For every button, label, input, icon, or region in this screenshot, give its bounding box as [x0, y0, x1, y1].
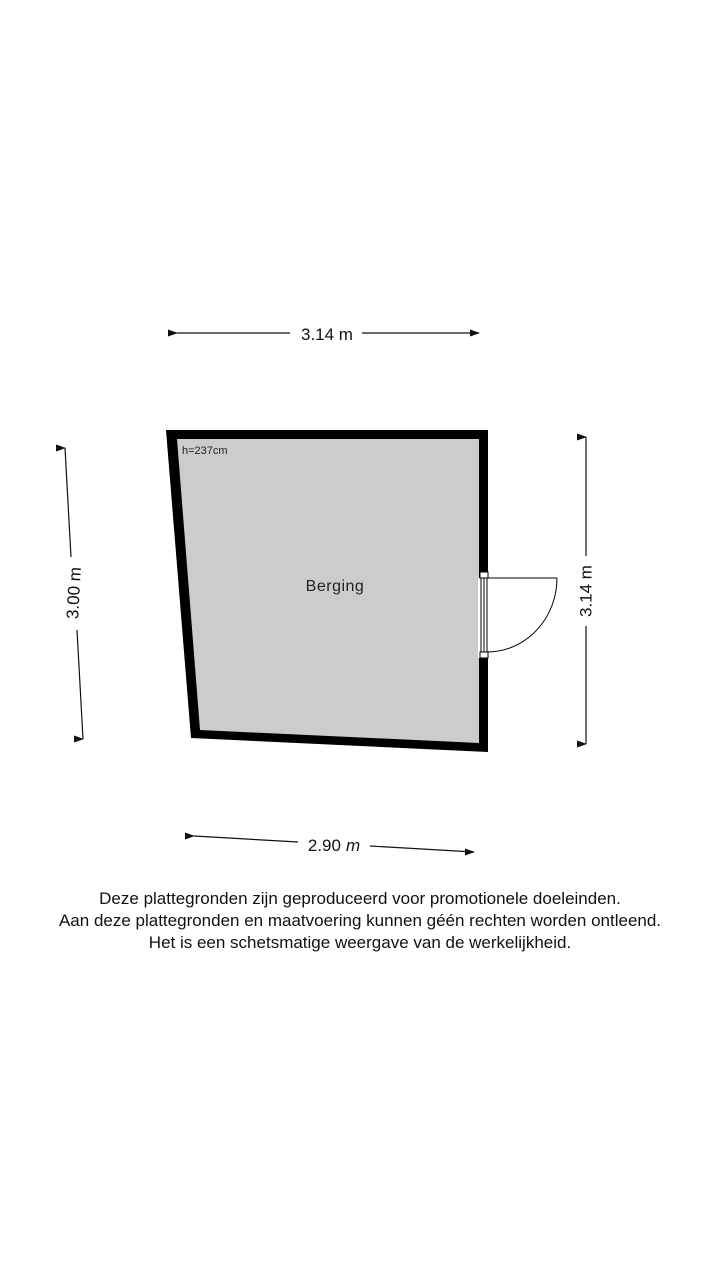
dimension-top-label: 3.14 m: [301, 325, 353, 344]
dimension-bottom-value: 2.90: [308, 836, 341, 855]
dimension-top: 3.14 m: [168, 325, 480, 344]
dimension-bottom-unit: m: [346, 836, 360, 855]
disclaimer-line-1: Deze plattegronden zijn geproduceerd voo…: [99, 889, 621, 908]
disclaimer-line-3: Het is een schetsmatige weergave van de …: [148, 933, 572, 952]
dimension-left-label: 3.00 m: [63, 567, 85, 620]
door-leaf: [480, 577, 558, 653]
door-frame-bottom: [479, 651, 489, 659]
dimension-left: 3.00 m: [56, 444, 85, 743]
disclaimer-line-2: Aan deze plattegronden en maatvoering ku…: [58, 911, 662, 930]
dimension-right-label: 3.14 m: [577, 565, 596, 617]
dimension-bottom: 2.90 m: [185, 832, 475, 856]
room-floor: [177, 439, 479, 743]
room-name-label: Berging: [306, 578, 365, 595]
room-height-label: h=237cm: [182, 445, 228, 457]
dimension-bottom-label: 2.90 m: [308, 836, 360, 855]
dimension-right: 3.14 m: [577, 433, 596, 748]
disclaimer: Deze plattegronden zijn geproduceerd voo…: [0, 888, 720, 954]
door-frame-top: [479, 571, 489, 579]
